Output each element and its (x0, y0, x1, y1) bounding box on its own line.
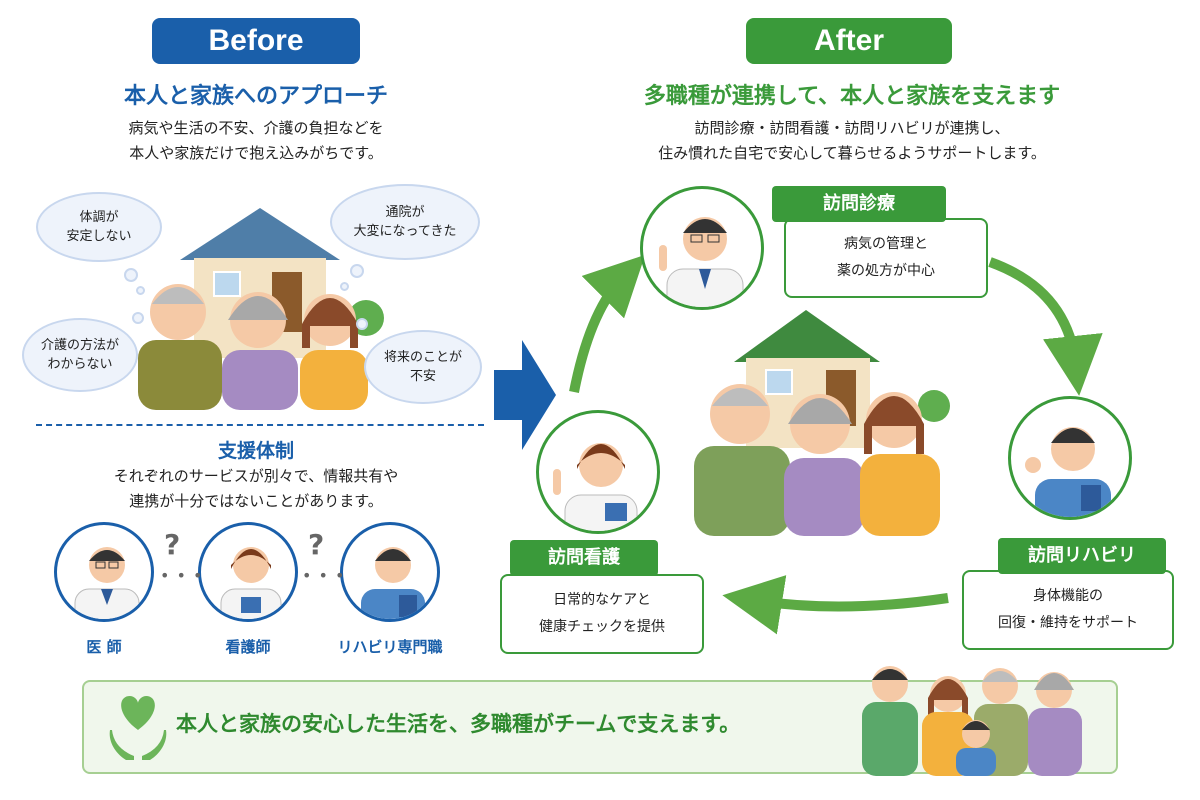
doctor-icon (74, 547, 140, 619)
visiting-doctor-circle (640, 186, 764, 310)
worry-cloud-future: 将来のことが 不安 (364, 330, 482, 404)
therapist-icon (361, 547, 425, 619)
nurse-icon (220, 547, 282, 619)
visiting-nurse-circle (536, 410, 660, 534)
visiting-rehab-circle (1008, 396, 1132, 520)
nursing-description: 日常的なケアと 健康チェックを提供 (539, 592, 665, 635)
support-line-1: それぞれのサービスが別々で、情報共有や (113, 467, 399, 485)
worry-cloud-care-method: 介護の方法が わからない (22, 318, 138, 392)
heart-hands-icon (109, 696, 167, 760)
before-desc-line-1: 病気や生活の不安、介護の負担などを (128, 119, 384, 137)
role-doctor-label: 医 師 (86, 638, 122, 656)
before-description: 病気や生活の不安、介護の負担などを 本人や家族だけで抱え込みがちです。 (40, 116, 472, 166)
multigenerational-family-illustration (862, 666, 1082, 776)
therapist-icon (1025, 427, 1111, 517)
section-divider (36, 424, 484, 426)
worry-cloud-hospital: 通院が 大変になってきた (330, 184, 480, 260)
cloud-puff (132, 312, 144, 324)
nursing-description-box: 日常的なケアと 健康チェックを提供 (500, 574, 704, 654)
after-desc-line-2: 住み慣れた自宅で安心して暮らせるようサポートします。 (658, 144, 1046, 162)
cloud-puff (340, 282, 349, 291)
after-badge: After (746, 18, 952, 64)
question-mark: ? (164, 528, 181, 561)
before-badge: Before (152, 18, 360, 64)
happy-family-illustration (694, 310, 950, 536)
medical-description-box: 病気の管理と 薬の処方が中心 (784, 218, 988, 298)
nursing-service-label: 訪問看護 (510, 540, 658, 576)
question-mark: ? (308, 528, 325, 561)
rehab-description: 身体機能の 回復・維持をサポート (998, 588, 1138, 631)
footer-message: 本人と家族の安心した生活を、多職種がチームで支えます。 (176, 712, 741, 736)
worry-text-care-method: 介護の方法が わからない (40, 338, 119, 372)
medical-service-label: 訪問診療 (772, 186, 946, 222)
worry-text-future: 将来のことが 不安 (383, 350, 462, 384)
nurse-circle (198, 522, 298, 622)
support-system-title: 支援体制 (217, 440, 294, 462)
support-line-2: 連携が十分ではないことがあります。 (129, 492, 383, 510)
rehab-service-label: 訪問リハビリ (998, 538, 1166, 574)
therapist-circle (340, 522, 440, 622)
doctor-circle (54, 522, 154, 622)
disconnected-dots: • • • (160, 566, 204, 585)
after-title: 多職種が連携して、本人と家族を支えます (643, 84, 1061, 109)
after-description: 訪問診療・訪問看護・訪問リハビリが連携し、 住み慣れた自宅で安心して暮らせるよう… (562, 116, 1142, 166)
worry-text-condition: 体調が 安定しない (66, 210, 132, 244)
cloud-puff (356, 318, 368, 330)
cloud-puff (136, 286, 145, 295)
cloud-puff (350, 264, 364, 278)
after-desc-line-1: 訪問診療・訪問看護・訪問リハビリが連携し、 (694, 119, 1010, 137)
worry-text-hospital: 通院が 大変になってきた (353, 205, 457, 239)
support-system-description: それぞれのサービスが別々で、情報共有や 連携が十分ではないことがあります。 (40, 464, 472, 514)
rehab-description-box: 身体機能の 回復・維持をサポート (962, 570, 1174, 650)
before-title: 本人と家族へのアプローチ (123, 84, 388, 109)
worry-cloud-condition: 体調が 安定しない (36, 192, 162, 262)
medical-description: 病気の管理と 薬の処方が中心 (837, 236, 935, 279)
doctor-icon (659, 217, 744, 307)
role-nurse-label: 看護師 (225, 638, 271, 656)
care-cycle-arrows (569, 254, 1103, 635)
before-desc-line-2: 本人や家族だけで抱え込みがちです。 (129, 144, 383, 162)
nurse-icon (553, 443, 638, 531)
before-to-after-arrow (494, 340, 556, 450)
cloud-puff (124, 268, 138, 282)
disconnected-dots: • • • (302, 566, 346, 585)
role-therapist-label: リハビリ専門職 (337, 638, 443, 656)
